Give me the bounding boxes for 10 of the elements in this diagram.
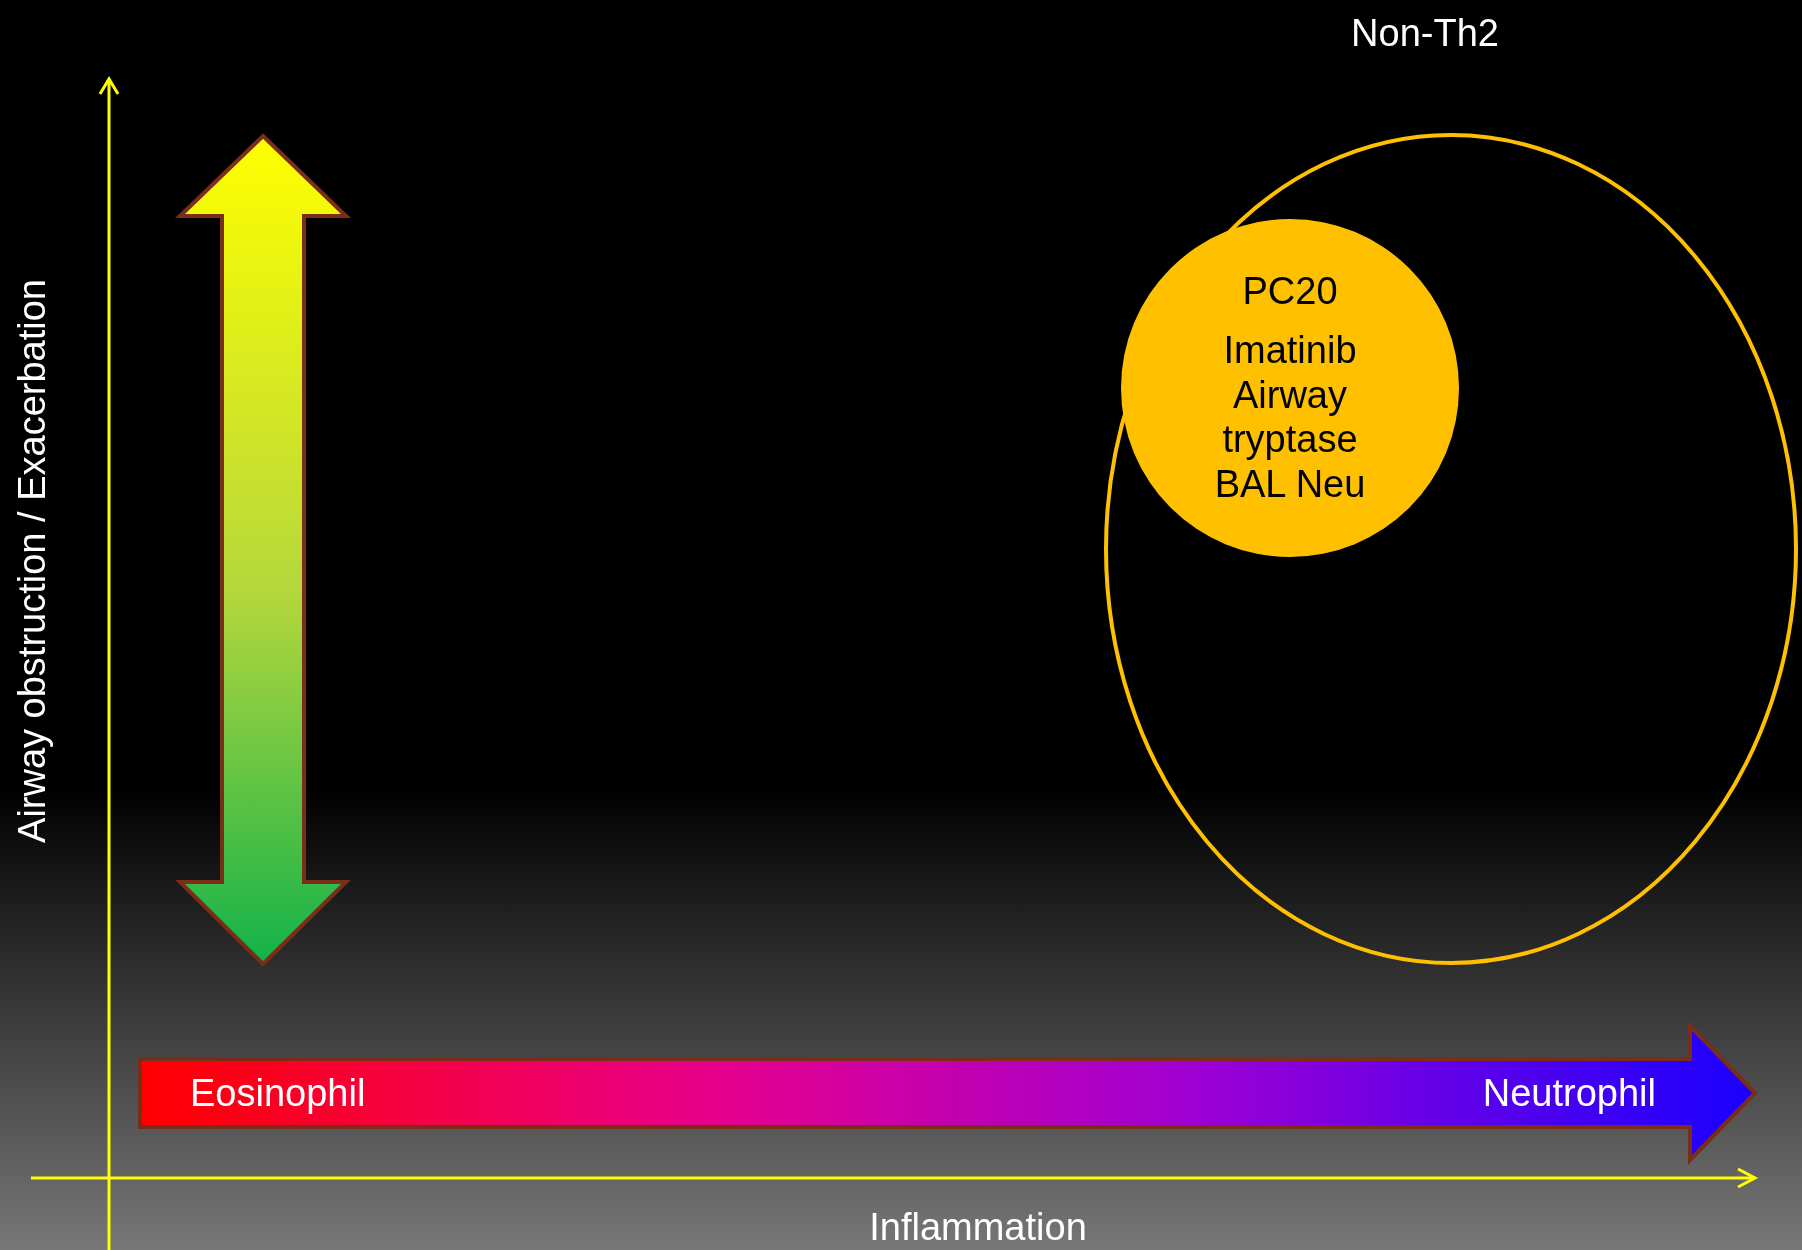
gradient-band-arrow [137, 1023, 1759, 1163]
y-axis-label: Airway obstruction / Exacerbation [13, 279, 51, 843]
x-axis-label: Inflammation [869, 1208, 1087, 1246]
band-end-label: Eosinophil [190, 1074, 366, 1112]
circle-text: PC20 [1241, 268, 1339, 314]
group-heading: Non-Th2 [1350, 14, 1500, 52]
circle-text: Airway tryptase [1221, 372, 1359, 463]
band-end-label: Neutrophil [1482, 1074, 1656, 1112]
circle-text: BAL Neu [1213, 462, 1367, 508]
circle-text: Imatinib [1222, 327, 1358, 373]
